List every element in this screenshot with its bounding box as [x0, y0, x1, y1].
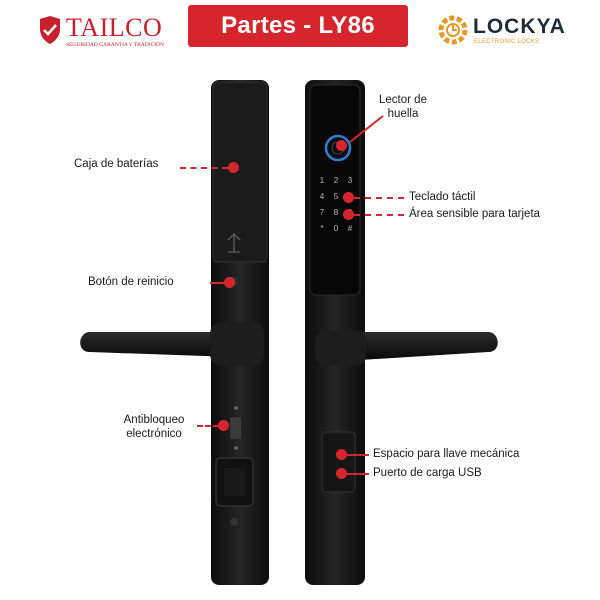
dot-reset	[224, 277, 235, 288]
keypad-key[interactable]: #	[347, 224, 353, 233]
back-unit	[80, 80, 269, 585]
leader-usb	[347, 473, 369, 475]
dot-battery	[228, 162, 239, 173]
brand-right-name: LOCKYA	[473, 15, 566, 38]
label-keypad: Teclado táctil	[409, 191, 476, 203]
label-fingerprint-line1: Lector de	[379, 94, 427, 106]
leader-antilock	[197, 425, 219, 427]
label-usb: Puerto de carga USB	[373, 467, 482, 479]
shield-icon	[40, 16, 60, 44]
keypad-key[interactable]: 5	[333, 192, 339, 201]
label-antilock-line1: Antibloqueo	[123, 414, 185, 426]
brand-left-name: TAILCO	[66, 13, 163, 42]
label-key: Espacio para llave mecánica	[373, 448, 520, 460]
dot-usb	[336, 468, 347, 479]
keypad: 1 2 3 4 5 6 7 8 9 * 0 #	[316, 176, 356, 233]
label-antilock: Antibloqueo electrónico	[114, 413, 194, 441]
page-title: Partes - LY86	[221, 12, 375, 39]
keypad-key[interactable]: 2	[333, 176, 339, 185]
keypad-key[interactable]: 8	[333, 208, 339, 217]
leader-card	[354, 214, 404, 216]
fingerprint-leader	[349, 115, 384, 143]
page-title-box: Partes - LY86	[188, 5, 408, 47]
keypad-key[interactable]: *	[320, 224, 324, 233]
leader-battery	[180, 167, 228, 169]
label-battery: Caja de baterías	[74, 158, 159, 170]
leader-reset	[210, 282, 226, 284]
front-unit	[305, 80, 498, 585]
dot-card	[343, 209, 354, 220]
lockya-logo: LOCKYA ELECTRONIC LOCKS	[438, 13, 588, 53]
gear-icon	[438, 15, 468, 45]
leader-key	[347, 454, 369, 456]
dot-keypad	[343, 192, 354, 203]
label-antilock-line2: electrónico	[126, 428, 182, 440]
dot-fingerprint	[336, 140, 347, 151]
keypad-key[interactable]: 7	[319, 208, 325, 217]
keypad-key[interactable]: 3	[347, 176, 353, 185]
label-card: Área sensible para tarjeta	[409, 208, 541, 220]
keypad-key[interactable]: 4	[319, 192, 325, 201]
keypad-key[interactable]: 0	[333, 224, 339, 233]
brand-left-tagline: SEGURIDAD GARANTIA Y TRADICIÓN	[66, 42, 165, 48]
tailco-logo: TAILCO SEGURIDAD GARANTIA Y TRADICIÓN	[38, 13, 198, 55]
label-reset: Botón de reinicio	[88, 276, 174, 288]
dot-key	[336, 449, 347, 460]
leader-keypad	[354, 197, 404, 199]
keypad-key[interactable]: 1	[319, 176, 325, 185]
label-fingerprint: Lector de huella	[373, 93, 433, 121]
label-fingerprint-line2: huella	[387, 108, 419, 120]
brand-right-tagline: ELECTRONIC LOCKS	[474, 39, 540, 45]
dot-antilock	[218, 420, 229, 431]
